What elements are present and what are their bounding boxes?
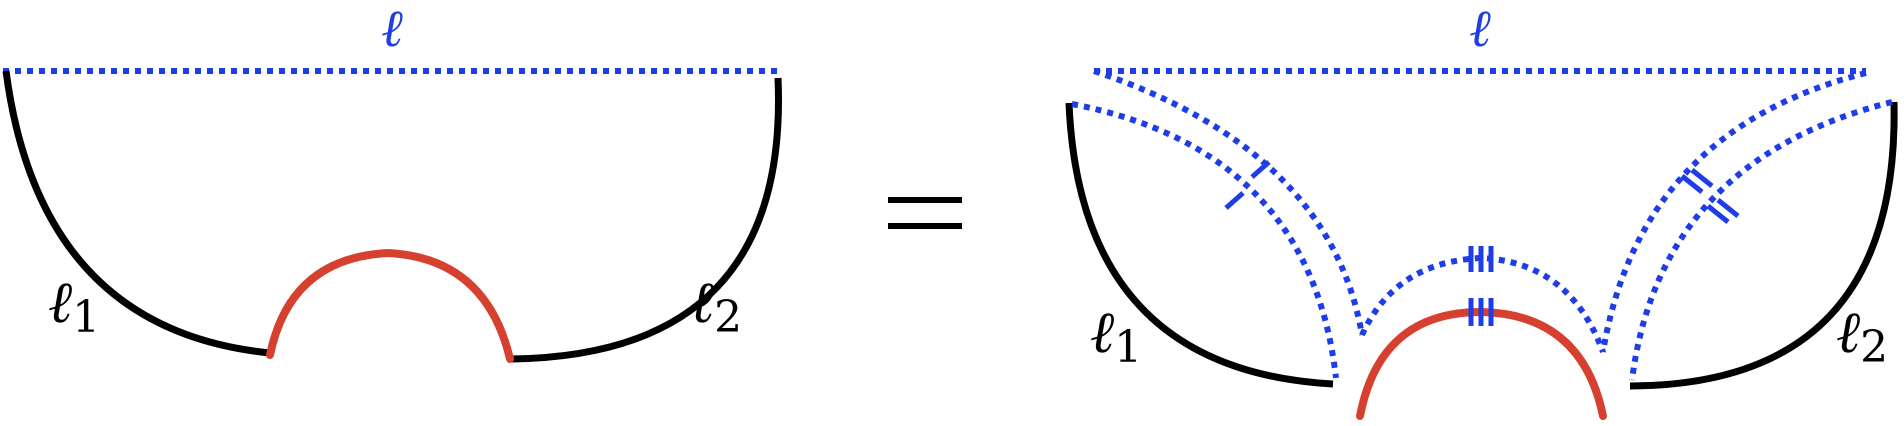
right-top-label: ℓ: [1469, 0, 1491, 59]
left-l2-subscript: 2: [714, 292, 742, 343]
right-big-arc-right: [1629, 101, 1898, 390]
right-l1-subscript: 1: [1114, 322, 1142, 373]
right-l1-label: ℓ1: [1090, 298, 1142, 373]
left-l1-symbol: ℓ: [48, 268, 72, 336]
left-big-arc-left: [2, 70, 271, 357]
right-l2-subscript: 2: [1860, 322, 1888, 373]
right-l2-label: ℓ2: [1836, 298, 1888, 373]
left-l1-label: ℓ1: [48, 268, 100, 343]
tick-single-outer: [1250, 160, 1271, 179]
left-l1-subscript: 1: [72, 292, 100, 343]
equals-sign: [888, 197, 962, 229]
right-l1-symbol: ℓ: [1090, 298, 1114, 366]
tick-double-inner: [1706, 198, 1740, 224]
left-l2-symbol: ℓ: [690, 268, 714, 336]
left-top-label: ℓ: [381, 0, 403, 59]
right-dotted-curve-left-outer: [1093, 68, 1365, 336]
right-dotted-curve-right-outer: [1600, 70, 1867, 353]
right-dotted-curve-right-inner: [1629, 99, 1893, 381]
left-l2-label: ℓ2: [690, 268, 742, 343]
tick-double-outer: [1680, 168, 1714, 194]
right-dotted-curve-left-inner: [1071, 101, 1339, 379]
tick-triple-dotted-arc: [1468, 246, 1494, 272]
left-big-arc-right: [511, 77, 782, 363]
left-red-defect-arc: [266, 248, 514, 363]
tick-single-inner: [1224, 191, 1245, 210]
left-diagram: ℓ ℓ1 ℓ2: [2, 0, 782, 363]
right-l2-symbol: ℓ: [1836, 298, 1860, 366]
right-big-arc-left: [1065, 102, 1334, 388]
tick-triple-red-arc: [1468, 298, 1494, 326]
right-red-defect-arc: [1356, 307, 1607, 420]
right-diagram: ℓ: [1065, 0, 1898, 420]
